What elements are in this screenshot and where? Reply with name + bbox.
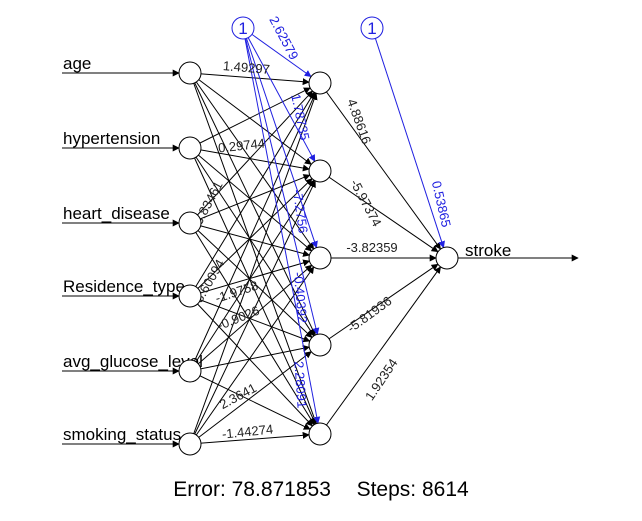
error-label: Error: 78.871853 — [173, 478, 331, 501]
weight-edge — [189, 147, 313, 252]
hidden-node — [308, 422, 332, 446]
weight-edge — [189, 295, 313, 427]
bias-edge — [242, 27, 321, 424]
input-label: avg_glucose_level — [63, 352, 203, 371]
input-hidden-weight: -1.44274 — [221, 421, 274, 441]
hidden-output-edge — [319, 266, 441, 435]
weight-edge — [189, 147, 317, 425]
input-node — [178, 432, 202, 456]
hidden-output-weight: -5.97374 — [347, 177, 384, 229]
bias-node-label: 1 — [238, 19, 247, 38]
weight-edge — [189, 222, 313, 338]
hidden-node — [308, 246, 332, 270]
weight-edge — [189, 72, 316, 336]
weight-edge — [189, 72, 310, 86]
output-label: stroke — [465, 241, 511, 260]
bias-weight: -0.40392 — [291, 271, 310, 323]
weight-edge — [189, 92, 317, 372]
hidden-node — [308, 159, 332, 183]
hidden-output-edge — [319, 170, 439, 253]
hidden-output-weight: 4.88616 — [344, 97, 374, 146]
hidden-output-weight: -3.82359 — [346, 240, 397, 255]
bias-edge — [242, 27, 320, 335]
input-node — [178, 61, 202, 85]
bias-edge — [242, 27, 318, 249]
bias-node — [360, 16, 384, 40]
bias-weight: 2.28091 — [291, 361, 309, 409]
hidden-output-edge — [319, 263, 439, 346]
input-label: Residence_type — [63, 277, 185, 296]
input-node — [178, 284, 202, 308]
weight-edge — [189, 72, 315, 250]
footer: Error: 78.871853 Steps: 8614 — [0, 478, 642, 502]
weight-edge — [189, 72, 312, 165]
weight-edge — [189, 266, 315, 445]
hidden-output-weight: -5.81936 — [344, 293, 394, 335]
input-hidden-weight: 1.49297 — [222, 58, 270, 77]
input-node — [178, 211, 202, 235]
weight-edge — [189, 179, 315, 372]
output-node — [435, 246, 459, 270]
weight-edge — [189, 174, 311, 224]
bias-weight: 1.78735 — [288, 93, 312, 142]
hidden-output-edge — [319, 82, 441, 250]
bias-output-weight: 0.53865 — [429, 179, 454, 228]
bias-output-edge — [371, 27, 445, 249]
input-label: smoking_status — [63, 425, 181, 444]
bias-weight: 2.62579 — [266, 14, 301, 63]
weight-edge — [189, 90, 313, 224]
input-node — [178, 359, 202, 383]
weight-edge — [189, 370, 311, 430]
weight-edge — [189, 92, 318, 445]
bias-edge — [242, 27, 316, 162]
hidden-node — [308, 333, 332, 357]
weight-edge — [189, 222, 315, 426]
steps-label: Steps: 8614 — [356, 478, 469, 501]
weight-edge — [189, 431, 310, 445]
input-node — [178, 136, 202, 160]
bias-weight: -7.2756 — [290, 188, 311, 234]
bias-node — [231, 16, 255, 40]
weight-edge — [189, 72, 318, 425]
weight-edge — [189, 180, 316, 445]
hidden-node — [308, 71, 332, 95]
weight-edge — [189, 147, 315, 337]
bias-node-label: 1 — [367, 19, 376, 38]
input-label: heart_disease — [63, 204, 170, 223]
weight-edge — [189, 351, 312, 445]
input-label: hypertension — [63, 129, 160, 148]
weight-edge — [189, 87, 311, 149]
input-hidden-weight: 0.29744 — [217, 136, 265, 156]
hidden-output-weight: 1.92354 — [362, 356, 401, 403]
input-label: age — [63, 54, 91, 73]
weight-edge — [189, 178, 313, 297]
bias-edge — [242, 27, 312, 78]
weight-edge — [189, 91, 315, 297]
